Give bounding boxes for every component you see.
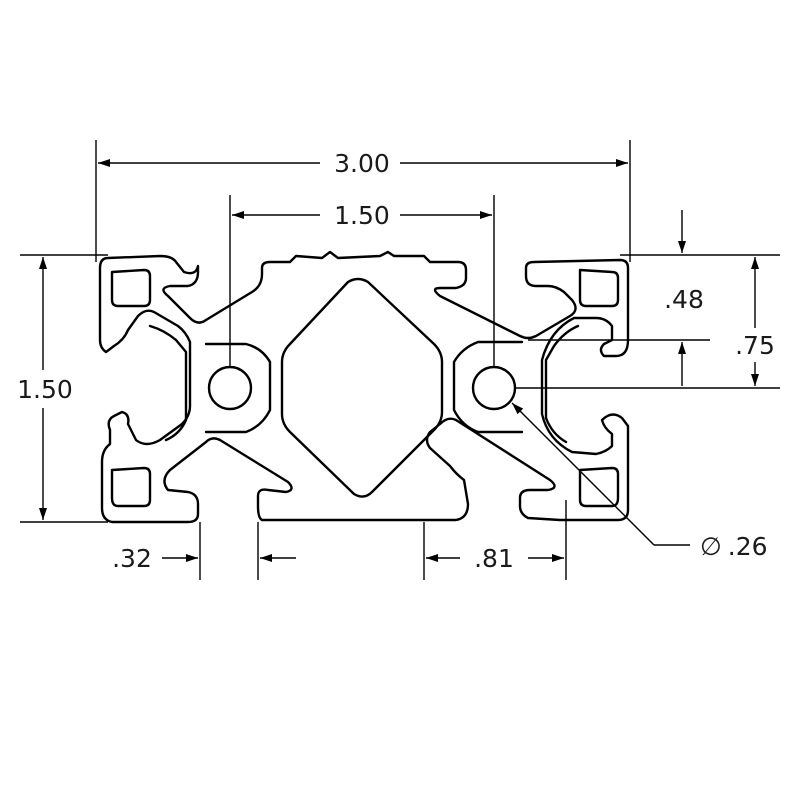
dim-label-overall-width: 3.00 (334, 149, 390, 178)
profile-corner-pocket-bl (110, 466, 152, 508)
dim-label-hole-diameter: .26 (728, 532, 768, 561)
profile-outer-edge (98, 250, 630, 524)
svg-text:∅.26: ∅.26 (700, 532, 768, 561)
profile-bore-right (471, 365, 517, 411)
dim-hole-diameter: ∅.26 (511, 402, 768, 561)
dim-slot-width: .81 (423, 500, 567, 580)
dim-label-slot-opening: .32 (112, 544, 152, 573)
profile-corner-pocket-br (578, 466, 620, 508)
dim-slot-depth: .48 (528, 210, 780, 386)
dim-diameter-symbol: ∅ (700, 532, 722, 561)
profile-corner-pocket-tl (110, 268, 152, 308)
profile-right-web (544, 324, 580, 444)
dim-label-slot-width: .81 (474, 544, 514, 573)
dim-center-height: .75 (514, 257, 780, 389)
extrusion-profile (98, 250, 630, 524)
profile-right-bore-web (452, 340, 524, 434)
profile-bore-left (207, 365, 253, 411)
profile-center-cavity (280, 277, 444, 498)
dim-label-hole-spacing: 1.50 (334, 201, 390, 230)
dim-label-overall-height: 1.50 (17, 375, 73, 404)
profile-corner-pocket-tr (578, 268, 620, 308)
profile-left-web (148, 324, 188, 442)
dim-slot-opening: .32 (112, 522, 296, 580)
dim-hole-spacing: 1.50 (229, 195, 495, 366)
dim-label-center-height: .75 (735, 331, 775, 360)
dim-label-slot-depth: .48 (664, 285, 704, 314)
dim-overall-height: 1.50 (17, 254, 108, 523)
dim-overall-width: 3.00 (95, 140, 631, 262)
profile-left-bore-web (204, 342, 272, 434)
